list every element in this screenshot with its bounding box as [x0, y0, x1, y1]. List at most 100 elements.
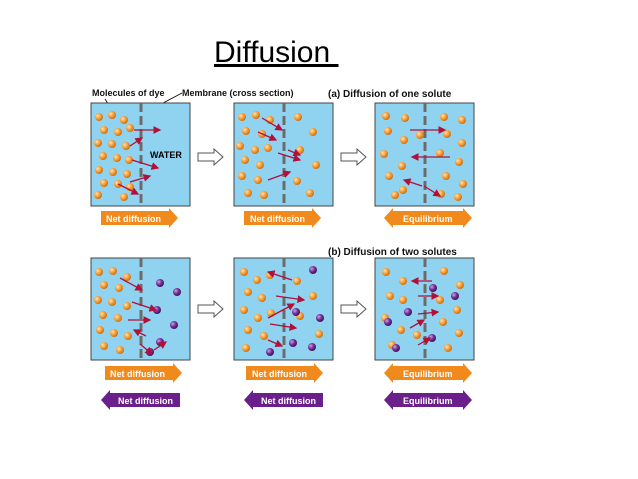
equilibrium-orange-arrow-b3	[384, 363, 472, 383]
net-diffusion-purple-arrow-b1	[101, 390, 180, 410]
purple-solute-molecule	[309, 266, 317, 274]
orange-solute-molecule	[400, 136, 408, 144]
section-a-label: (a) Diffusion of one solute	[328, 89, 452, 100]
orange-solute-molecule	[123, 302, 131, 310]
orange-solute-molecule	[240, 268, 248, 276]
orange-solute-molecule	[116, 346, 124, 354]
orange-solute-molecule	[401, 114, 409, 122]
orange-solute-molecule	[440, 267, 448, 275]
net-diffusion-orange-arrow-b2	[246, 363, 323, 383]
molecule-movement-arrow	[417, 308, 440, 317]
orange-solute-molecule	[108, 140, 116, 148]
orange-solute-molecule	[254, 176, 262, 184]
net-diffusion-label-a2: Net diffusion	[250, 214, 305, 224]
molecule-movement-arrow	[275, 295, 306, 303]
orange-solute-molecule	[439, 318, 447, 326]
orange-solute-molecule	[124, 332, 132, 340]
purple-solute-molecule	[170, 321, 178, 329]
equilibrium-label-a3: Equilibrium	[403, 214, 453, 224]
purple-solute-molecule	[429, 284, 437, 292]
orange-solute-molecule	[99, 152, 107, 160]
orange-solute-molecule	[95, 166, 103, 174]
orange-solute-molecule	[382, 268, 390, 276]
orange-solute-molecule	[294, 113, 302, 121]
net-diffusion-orange-label-b2: Net diffusion	[252, 369, 307, 379]
net-diffusion-arrow-a1	[101, 208, 178, 228]
orange-solute-molecule	[109, 267, 117, 275]
orange-solute-molecule	[100, 342, 108, 350]
orange-solute-molecule	[385, 172, 393, 180]
orange-solute-molecule	[315, 330, 323, 338]
orange-solute-molecule	[244, 288, 252, 296]
orange-solute-molecule	[258, 294, 266, 302]
orange-solute-molecule	[309, 128, 317, 136]
molecule-movement-arrow	[287, 148, 302, 157]
molecule-movement-arrow	[117, 183, 140, 195]
orange-solute-molecule	[244, 326, 252, 334]
purple-solute-molecule	[173, 288, 181, 296]
orange-solute-molecule	[442, 172, 450, 180]
orange-solute-molecule	[260, 332, 268, 340]
orange-solute-molecule	[458, 116, 466, 124]
molecule-movement-arrow	[131, 159, 160, 170]
orange-solute-molecule	[114, 314, 122, 322]
purple-solute-molecule	[392, 344, 400, 352]
orange-solute-molecule	[109, 168, 117, 176]
orange-solute-molecule	[94, 296, 102, 304]
purple-solute-molecule	[384, 318, 392, 326]
step-arrow-b2	[340, 299, 367, 319]
step-arrow-b1	[197, 299, 224, 319]
orange-solute-molecule	[264, 144, 272, 152]
orange-solute-molecule	[391, 191, 399, 199]
orange-solute-molecule	[94, 191, 102, 199]
orange-solute-molecule	[120, 193, 128, 201]
orange-solute-molecule	[242, 127, 250, 135]
slide-title: Diffusion	[214, 36, 339, 69]
orange-solute-molecule	[443, 130, 451, 138]
orange-solute-molecule	[309, 292, 317, 300]
orange-solute-molecule	[260, 191, 268, 199]
orange-solute-molecule	[444, 344, 452, 352]
molecule-movement-arrow	[119, 277, 144, 291]
orange-solute-molecule	[296, 146, 304, 154]
net-diffusion-purple-label-b1: Net diffusion	[118, 396, 173, 406]
purple-solute-molecule	[292, 308, 300, 316]
orange-solute-molecule	[125, 156, 133, 164]
molecule-movement-arrow	[261, 117, 284, 131]
net-diffusion-label-a1: Net diffusion	[106, 214, 161, 224]
molecules	[94, 111, 467, 356]
purple-solute-molecule	[266, 348, 274, 356]
orange-solute-molecule	[123, 273, 131, 281]
orange-solute-molecule	[453, 306, 461, 314]
orange-solute-molecule	[459, 180, 467, 188]
orange-solute-molecule	[95, 268, 103, 276]
molecule-movement-arrow	[277, 152, 302, 162]
molecule-movement-arrow	[267, 339, 284, 348]
net-diffusion-purple-label-b2: Net diffusion	[261, 396, 316, 406]
orange-solute-molecule	[110, 329, 118, 337]
orange-solute-molecule	[386, 292, 394, 300]
orange-solute-molecule	[384, 127, 392, 135]
orange-solute-molecule	[95, 113, 103, 121]
molecule-movement-arrow	[139, 343, 153, 355]
orange-solute-molecule	[437, 190, 445, 198]
molecule-movement-arrow	[417, 337, 432, 346]
orange-solute-molecule	[380, 150, 388, 158]
orange-solute-molecule	[382, 112, 390, 120]
molecule-movement-arrow	[267, 170, 292, 181]
purple-solute-molecule	[404, 308, 412, 316]
orange-solute-molecule	[456, 281, 464, 289]
net-diffusion-orange-label-b1: Net diffusion	[110, 369, 165, 379]
step-arrow-a2	[340, 147, 367, 167]
orange-solute-molecule	[115, 284, 123, 292]
orange-solute-molecule	[123, 170, 131, 178]
molecule-movement-arrow	[423, 185, 442, 197]
orange-solute-molecule	[436, 296, 444, 304]
orange-solute-molecule	[94, 139, 102, 147]
orange-solute-molecule	[252, 111, 260, 119]
orange-solute-molecule	[244, 189, 252, 197]
orange-solute-molecule	[455, 158, 463, 166]
orange-solute-molecule	[238, 172, 246, 180]
orange-solute-molecule	[108, 111, 116, 119]
molecule-movement-arrow	[132, 329, 147, 337]
